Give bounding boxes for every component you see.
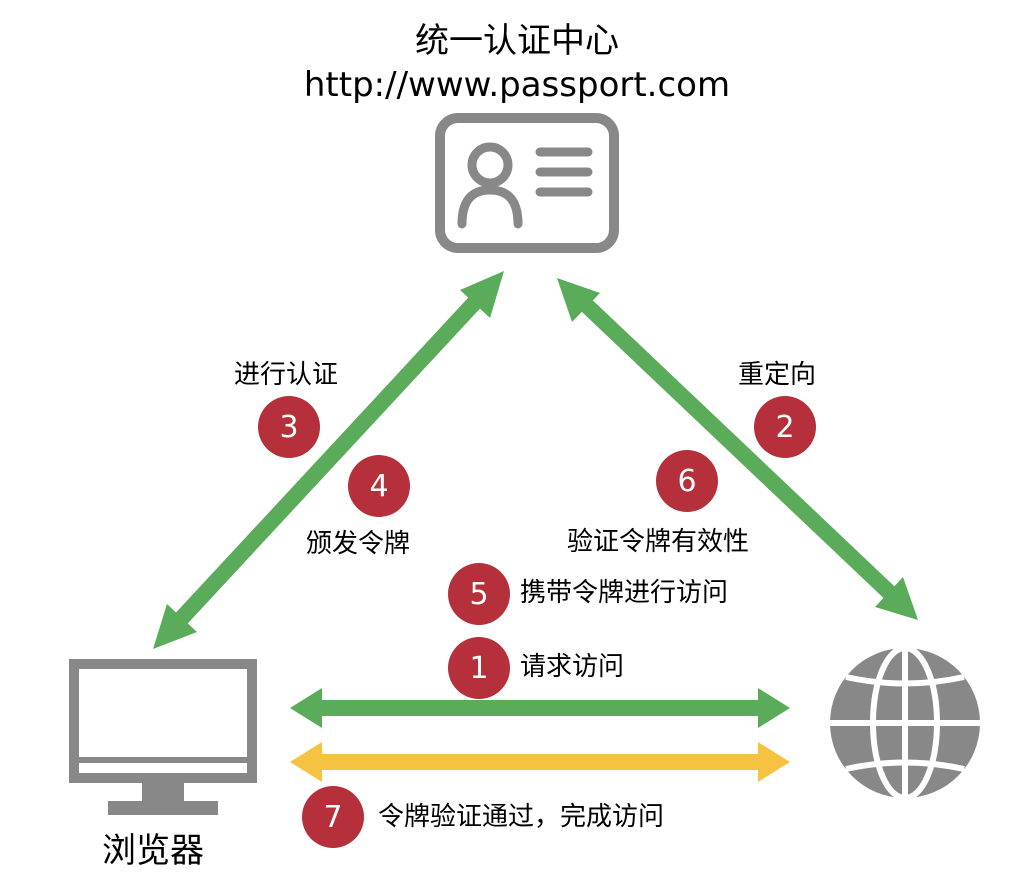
monitor-icon — [69, 659, 257, 815]
step-7-label: 令牌验证通过，完成访问 — [378, 802, 665, 832]
arrow-server-to-web — [557, 278, 918, 620]
arrow-request-access — [290, 688, 790, 728]
arrow-complete-access — [290, 742, 790, 782]
step-4-label: 颁发令牌 — [306, 529, 411, 559]
step-5-label: 携带令牌进行访问 — [520, 578, 729, 608]
step-6-label: 验证令牌有效性 — [567, 527, 750, 557]
step-6-badge: 6 — [656, 450, 718, 512]
step-4-badge: 4 — [348, 455, 410, 517]
step-1-badge: 1 — [448, 637, 510, 699]
id-card-icon — [435, 113, 619, 253]
browser-label: 浏览器 — [102, 831, 204, 871]
globe-icon — [830, 645, 980, 801]
server-title: 统一认证中心 — [415, 21, 619, 61]
step-1-label: 请求访问 — [520, 652, 625, 682]
server-url: http://www.passport.com — [303, 65, 731, 105]
step-5-badge: 5 — [448, 563, 510, 625]
step-7-badge: 7 — [302, 786, 364, 848]
step-2-label: 重定向 — [738, 360, 817, 390]
step-3-label: 进行认证 — [234, 360, 339, 390]
step-3-badge: 3 — [258, 396, 320, 458]
arrow-browser-to-server — [153, 271, 504, 649]
step-2-badge: 2 — [754, 396, 816, 458]
